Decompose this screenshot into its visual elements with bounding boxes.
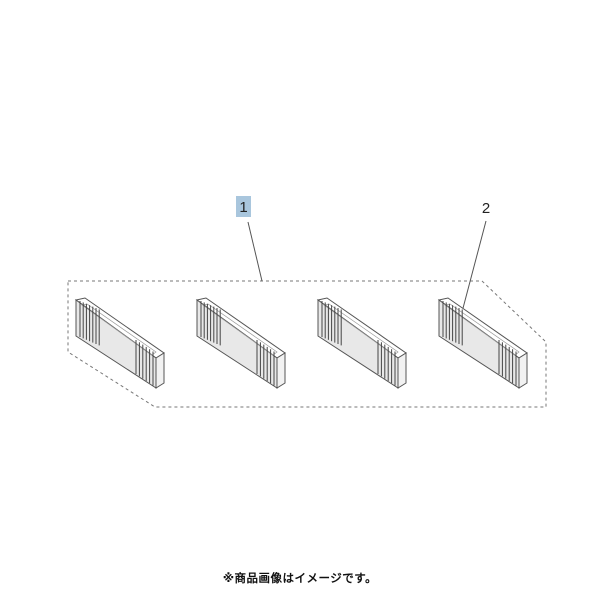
filter-part — [195, 297, 286, 389]
filter-parts — [74, 297, 528, 389]
filter-part-inner — [202, 303, 278, 356]
filter-part-inner — [444, 303, 520, 356]
filter-part-inner — [81, 303, 157, 356]
callout-1-leader — [247, 221, 263, 282]
footer-note: ※商品画像はイメージです。 — [222, 571, 378, 585]
callout-2-label: 2 — [482, 200, 490, 217]
filter-part-end — [397, 352, 407, 389]
filter-part-end — [518, 352, 528, 389]
group-boundary — [67, 280, 547, 408]
filter-part — [74, 297, 165, 389]
filter-part-inner — [323, 303, 399, 356]
filter-part-end — [155, 352, 165, 389]
filter-part — [316, 297, 407, 389]
callout-1-label: 1 — [239, 199, 247, 216]
filter-part — [437, 297, 528, 389]
callout-1-highlight — [236, 196, 251, 217]
callout-2-leader — [461, 220, 487, 313]
filter-part-end — [276, 352, 286, 389]
